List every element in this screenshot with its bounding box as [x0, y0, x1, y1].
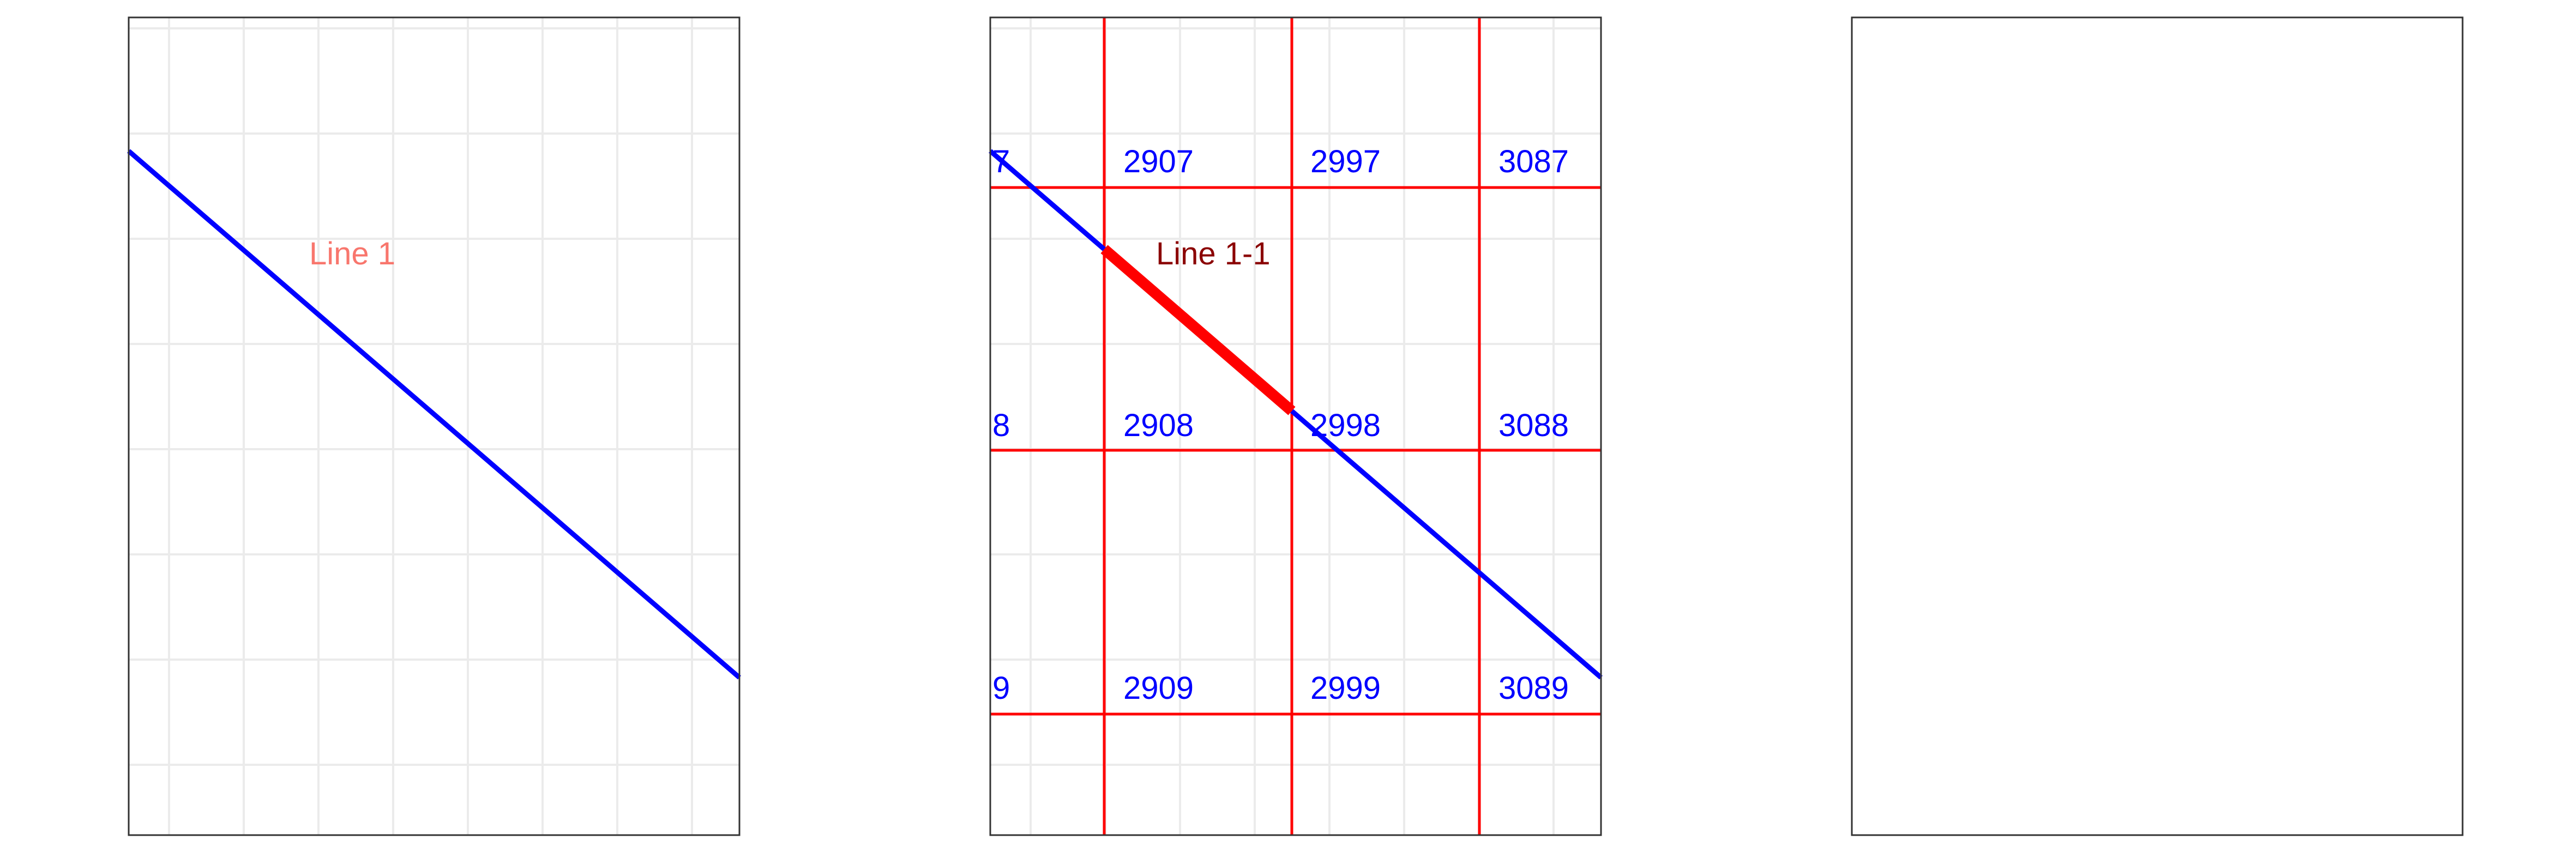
cell-label: 3087 — [1498, 144, 1569, 179]
panel-frame — [128, 16, 741, 836]
line-label: Line 1 — [309, 236, 395, 271]
cell-label: 9 — [992, 670, 1010, 706]
cell-grid — [990, 17, 1601, 835]
cell-label: 2907 — [1123, 144, 1194, 179]
panel-frame — [1851, 16, 2464, 836]
cell-label: 2997 — [1310, 144, 1381, 179]
panel-line-1: Line 1 — [127, 16, 741, 836]
cell-label: 2908 — [1123, 408, 1194, 443]
route-line-1 — [127, 149, 741, 680]
line-label: Line 1-1 — [1156, 236, 1271, 271]
panel-empty — [1851, 16, 2464, 836]
panel-frame — [989, 16, 1602, 836]
cell-label: 3088 — [1498, 408, 1569, 443]
cell-labels: 7 2907 2997 3087 8 2908 2998 3088 9 2909… — [992, 144, 1569, 706]
cell-label: 2998 — [1310, 408, 1381, 443]
line-segment-1-1 — [1100, 245, 1296, 415]
cell-label: 3089 — [1498, 670, 1569, 706]
cell-label: 2999 — [1310, 670, 1381, 706]
cell-label: 7 — [992, 144, 1010, 179]
cell-label: 8 — [992, 408, 1010, 443]
panel-line-1-1: Line 1-1 7 2907 2997 3087 8 2908 2998 30… — [989, 16, 1603, 836]
route-line-1 — [989, 149, 1603, 680]
cell-label: 2909 — [1123, 670, 1194, 706]
